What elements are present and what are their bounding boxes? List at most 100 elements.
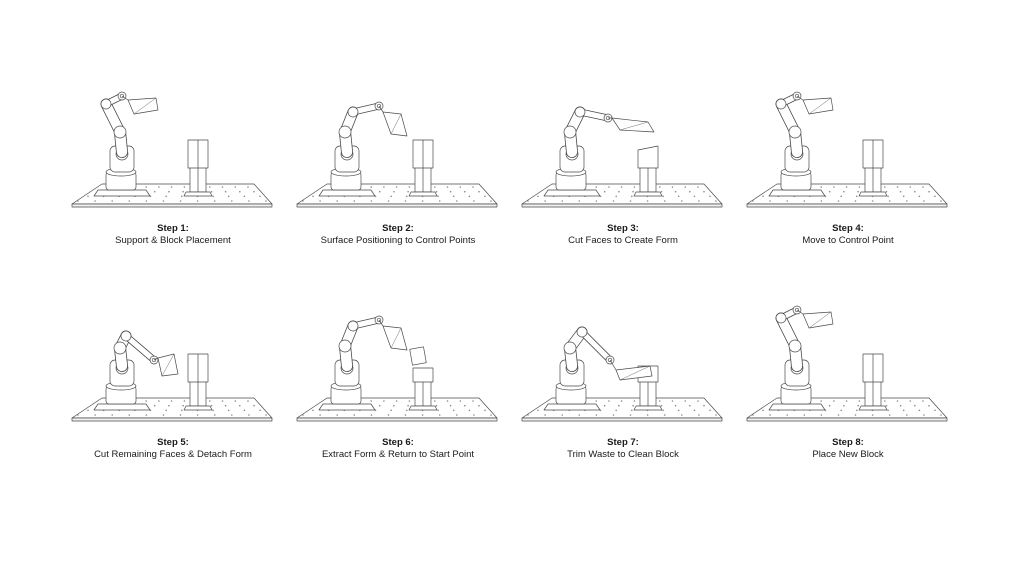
- extracted-form: [409, 346, 427, 366]
- step-8: Step 8: Place New Block: [733, 296, 963, 461]
- step-1: Step 1: Support & Block Placement: [58, 82, 288, 247]
- step-description: Cut Faces to Create Form: [568, 235, 678, 246]
- support-base: [858, 191, 888, 197]
- work-table-edge: [296, 203, 498, 208]
- robot-arm-illustration: [746, 305, 948, 422]
- step-description: Support & Block Placement: [115, 235, 231, 246]
- work-table-edge: [521, 203, 723, 208]
- step-title: Step 6:: [382, 437, 414, 448]
- robot-arm-illustration: [746, 91, 948, 208]
- end-effector-mount: [609, 359, 617, 371]
- robot-base-plate: [543, 403, 601, 411]
- step-6: Step 6: Extract Form & Return to Start P…: [283, 296, 513, 461]
- table-holes: [77, 400, 267, 416]
- robot-base-plate: [93, 403, 151, 411]
- end-effector-mount: [378, 319, 384, 327]
- robot-shoulder-joint: [563, 341, 577, 355]
- scene: [296, 101, 498, 208]
- end-effector-mount: [378, 105, 384, 113]
- robot-base-plate: [93, 189, 151, 197]
- step-description: Extract Form & Return to Start Point: [321, 449, 475, 460]
- end-effector-mount: [796, 95, 804, 101]
- end-effector-mount: [153, 357, 159, 361]
- scene: [71, 91, 273, 208]
- step-7: Step 7: Trim Waste to Clean Block: [508, 296, 738, 461]
- robot-wrist-hub: [119, 93, 125, 99]
- end-effector: [615, 365, 653, 381]
- end-effector: [611, 117, 655, 133]
- robot-forearm-fill: [123, 333, 157, 363]
- step-title: Step 2:: [382, 223, 414, 234]
- robot-shoulder-joint: [788, 125, 802, 139]
- robot-wrist-hub: [794, 93, 800, 99]
- end-effector: [382, 111, 408, 137]
- step-description: Trim Waste to Clean Block: [567, 449, 679, 460]
- end-effector-wire: [390, 327, 402, 349]
- work-table-edge: [746, 417, 948, 422]
- step-title: Step 5:: [157, 437, 189, 448]
- robot-elbow-joint: [347, 320, 359, 332]
- work-table-edge: [521, 417, 723, 422]
- end-effector-wire: [808, 311, 832, 329]
- support-base: [183, 405, 213, 411]
- step-description: Place New Block: [812, 449, 884, 460]
- work-table-edge: [296, 417, 498, 422]
- step-title: Step 7:: [607, 437, 639, 448]
- scene: [71, 330, 273, 422]
- robot-arm-illustration: [71, 91, 273, 208]
- robot-base-plate: [318, 189, 376, 197]
- robot-arm-illustration: [521, 326, 723, 422]
- scene: [296, 315, 498, 422]
- robot-elbow-joint: [574, 106, 586, 118]
- end-effector: [802, 311, 834, 329]
- robot-wrist-hub: [376, 103, 382, 109]
- robot-elbow-joint: [347, 106, 359, 118]
- block-remainder: [412, 367, 434, 383]
- robot-arm-illustration: [521, 106, 723, 208]
- end-effector-wire: [619, 121, 649, 131]
- robot-wrist-hub: [151, 357, 157, 363]
- robot-base-plate: [768, 403, 826, 411]
- end-effector: [802, 97, 834, 115]
- step-title: Step 1:: [157, 223, 189, 234]
- support-base: [408, 405, 438, 411]
- robot-wrist-hub: [607, 357, 613, 363]
- end-effector: [382, 325, 408, 351]
- end-effector-mount: [121, 95, 129, 101]
- step-caption: Step 5: Cut Remaining Faces & Detach For…: [58, 437, 288, 461]
- step-caption: Step 7: Trim Waste to Clean Block: [508, 437, 738, 461]
- robot-forearm-fill: [579, 329, 613, 363]
- robot-wrist-joint: [605, 355, 615, 365]
- end-effector-wire: [133, 97, 157, 115]
- step-4: Step 4: Move to Control Point: [733, 82, 963, 247]
- robot-elbow-joint: [775, 98, 787, 110]
- end-effector-wire: [161, 353, 175, 377]
- end-effector: [127, 97, 159, 115]
- support-base: [633, 405, 663, 411]
- step-description: Move to Control Point: [802, 235, 894, 246]
- step-caption: Step 3: Cut Faces to Create Form: [508, 223, 738, 247]
- end-effector-wire: [808, 97, 832, 115]
- step-5: Step 5: Cut Remaining Faces & Detach For…: [58, 296, 288, 461]
- support-base: [858, 405, 888, 411]
- support-base: [408, 191, 438, 197]
- step-caption: Step 8: Place New Block: [733, 437, 963, 461]
- step-caption: Step 4: Move to Control Point: [733, 223, 963, 247]
- step-2: Step 2: Surface Positioning to Control P…: [283, 82, 513, 247]
- end-effector-wire: [619, 365, 651, 381]
- robot-arm-illustration: [296, 315, 498, 422]
- block-cut: [637, 145, 659, 169]
- work-table-edge: [746, 203, 948, 208]
- robot-base-plate: [543, 189, 601, 197]
- scene: [521, 106, 723, 208]
- step-title: Step 4:: [832, 223, 864, 234]
- step-3: Step 3: Cut Faces to Create Form: [508, 82, 738, 247]
- step-description: Cut Remaining Faces & Detach Form: [94, 449, 252, 460]
- robot-arm-illustration: [296, 101, 498, 208]
- robot-elbow-joint: [775, 312, 787, 324]
- robot-elbow-joint: [120, 330, 132, 342]
- step-caption: Step 2: Surface Positioning to Control P…: [283, 223, 513, 247]
- step-title: Step 8:: [832, 437, 864, 448]
- robot-shoulder-joint: [338, 125, 352, 139]
- robot-wrist-hub: [794, 307, 800, 313]
